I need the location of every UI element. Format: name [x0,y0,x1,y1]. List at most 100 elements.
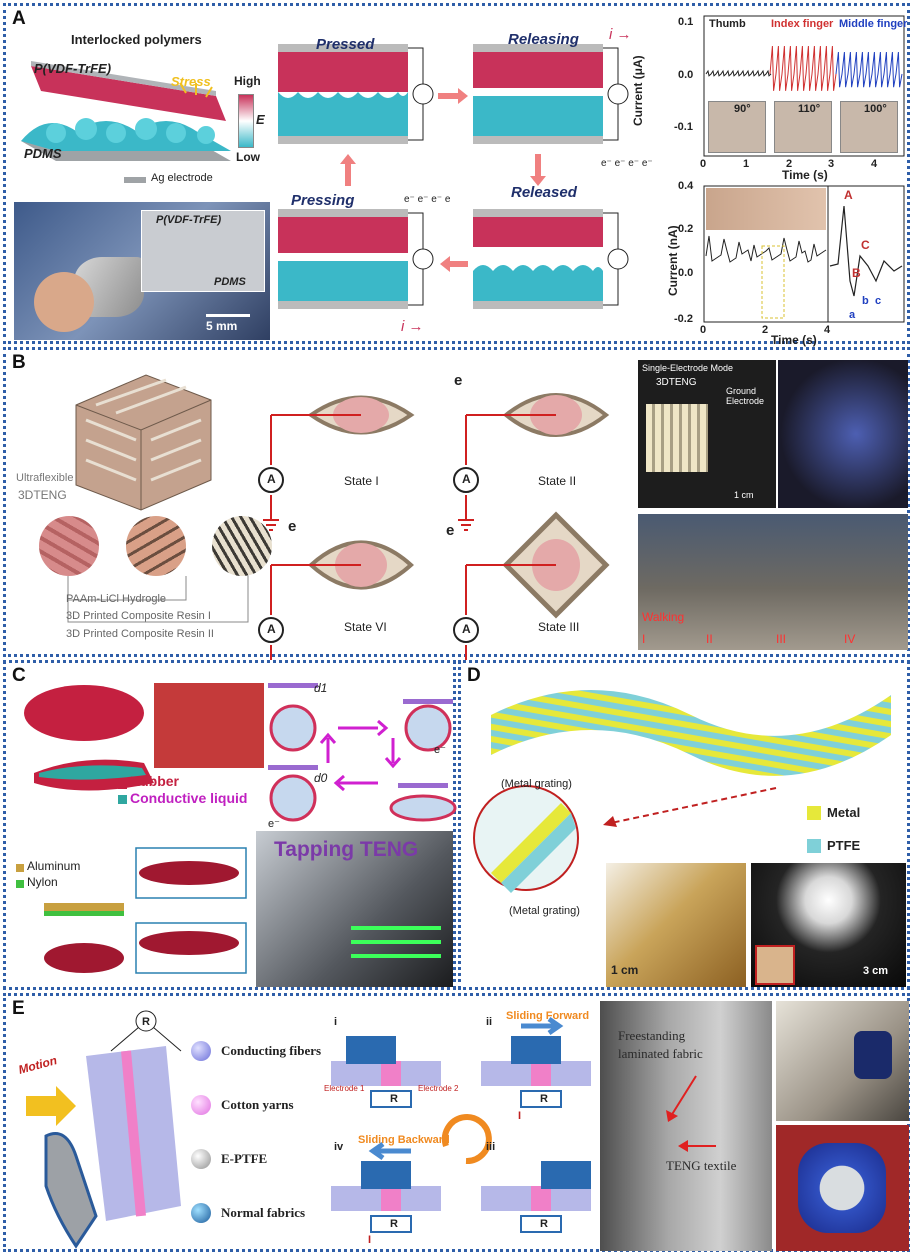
finger [34,272,94,332]
inset-pvdf-label: P(VDF-TrFE) [156,214,222,226]
panel-label-c: C [12,665,26,686]
single-electrode-label: Single-Electrode Mode [642,363,734,373]
step-ii: ii [486,1016,493,1028]
interlocked-polymer-illustration [21,61,231,161]
angle-1: 90° [734,103,751,115]
state-pressing: Pressing [291,192,355,209]
device-photo [14,202,270,340]
legend-cotton: Cotton yarns [221,1097,294,1112]
legend-normal-dot [191,1203,211,1223]
state-2: State II [538,474,577,488]
pdms-label: PDMS [24,146,62,161]
colorbar-e: E [256,112,265,127]
freestanding-label-1: Freestanding [618,1028,686,1043]
state-pressed: Pressed [316,36,375,53]
state-1: State I [344,474,379,488]
colorbar-high: High [234,74,261,88]
panel-e: E Motion R Conducting fibers Cotton yarn… [3,993,910,1252]
eminus-left: e⁻ [268,818,280,830]
led-strip [351,926,441,930]
stress-label: Stress [171,74,211,89]
colorbar-low: Low [236,150,260,164]
material-legend-lines [67,576,249,623]
scale-label-b: 1 cm [734,490,754,500]
panel-d: D (Metal grating) (Metal grating) Metal … [458,660,910,990]
lattice-block [646,404,708,472]
rubber-label: Rubber [130,773,179,789]
aluminum-swatch [16,864,24,872]
walk-iii: III [776,632,787,646]
ptfe-swatch [807,839,821,853]
resistor-r-iii: R [540,1218,548,1230]
electron-label-6: e [288,518,297,535]
plot2-xtick-1: 2 [762,324,769,336]
droplet-cycle-diagram [268,683,457,822]
watch-photo-bottom [776,1125,909,1251]
peak-b: b [862,295,869,307]
wrist-photo [706,188,826,230]
angle-2: 110° [798,103,821,115]
plot2-xlabel: Time (s) [771,333,817,347]
step-i: i [334,1016,338,1028]
electron-label-2: e [454,372,463,389]
angle-photo-1 [708,101,766,153]
peak-C: C [861,238,870,252]
electrode-1-label: Electrode 1 [324,1084,365,1093]
peak-a: a [849,309,856,321]
textile-photo-arrows [666,1075,716,1152]
3dteng-label: 3DTENG [18,488,67,502]
plot1-xtick-1: 1 [743,158,750,170]
electrons-top: e⁻ e⁻ e⁻ e⁻ [601,158,653,169]
glowing-teng-photo [778,360,908,508]
current-arrow-top: i → [609,26,632,43]
scale-bar-a [206,314,250,317]
plot1-index: Index finger [771,18,834,30]
state-6: State VI [344,620,387,634]
panel-label-b: B [12,352,26,373]
walk-ii: II [706,632,713,646]
watch-face [798,1143,886,1233]
pvdf-label: P(VDF-TrFE) [34,61,112,76]
electrode-2-label: Electrode 2 [418,1084,459,1093]
eminus-right: e⁻ [434,744,446,756]
ag-electrode-label: Ag electrode [151,172,213,184]
plot1-xtick-4: 4 [871,158,878,170]
plot2-xtick-0: 0 [700,324,707,336]
state-3: State III [538,620,580,634]
panel-label-e: E [12,998,25,1019]
ground-electrode-label: Ground Electrode [726,386,765,406]
electron-label-3: e [446,522,455,539]
walking-shoe-photo [638,514,908,650]
inset-pdms-label: PDMS [214,276,246,288]
d0-label: d0 [314,771,328,785]
peak-B: B [852,266,861,280]
panel-b: B Ultraflexible 3DTENG PAAm-LiCl Hydrogl… [3,347,910,681]
legend-conducting: Conducting fibers [221,1043,322,1058]
liquid-label: Conductive liquid [130,790,248,806]
sliding-backward-label: Sliding Backward [358,1134,450,1146]
legend-resin2: 3D Printed Composite Resin II [66,628,214,640]
plot1-ytick-2: -0.1 [674,121,693,133]
panel-label-a: A [12,8,26,29]
plot2-ytick-3: -0.2 [674,313,693,325]
meter-3: A [267,622,276,636]
peak-c: c [875,295,882,307]
teng-cycle-diagrams [278,44,629,309]
sliding-mode-diagrams [331,1016,591,1233]
grating-zoom-circle [473,785,579,893]
state-released: Released [511,184,577,201]
angle-photo-2 [774,101,832,153]
watch-photo-top [776,1001,909,1121]
meter-4: A [462,622,471,636]
plot2-ylabel: Current (nA) [666,225,680,296]
plot2-ytick-0: 0.4 [678,180,694,192]
angle-photo-3 [840,101,898,153]
panel-label-d: D [467,665,481,686]
interlocked-title: Interlocked polymers [71,32,202,47]
panel-c: C Rubber Conductive liquid Aluminum Nylo… [3,660,457,990]
legend-eptfe: E-PTFE [221,1151,268,1166]
peak-A: A [844,188,853,202]
plot1-thumb: Thumb [709,18,746,30]
scale-label-a: 5 mm [206,319,238,333]
sliding-forward-label: Sliding Forward [506,1010,590,1022]
